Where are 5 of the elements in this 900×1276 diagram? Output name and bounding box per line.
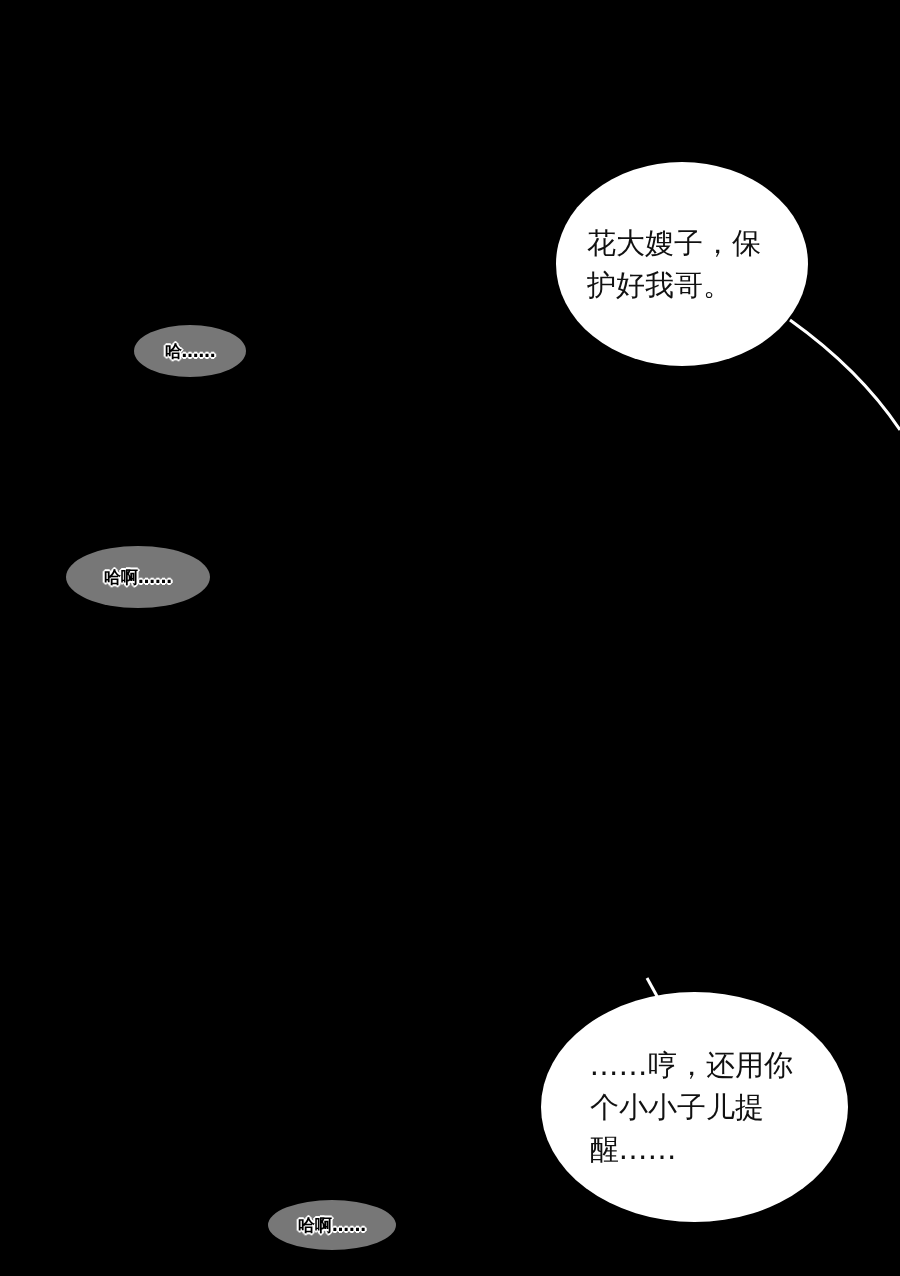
dialogue-text: 哈…… [164, 339, 216, 363]
dialogue-text: 哈啊…… [298, 1213, 366, 1237]
dialogue-text: 哈啊…… [104, 565, 172, 589]
dialogue-text: ……哼，还用你个小小子儿提醒…… [589, 1046, 794, 1168]
dialogue-text: 花大嫂子，保护好我哥。 [587, 224, 762, 304]
